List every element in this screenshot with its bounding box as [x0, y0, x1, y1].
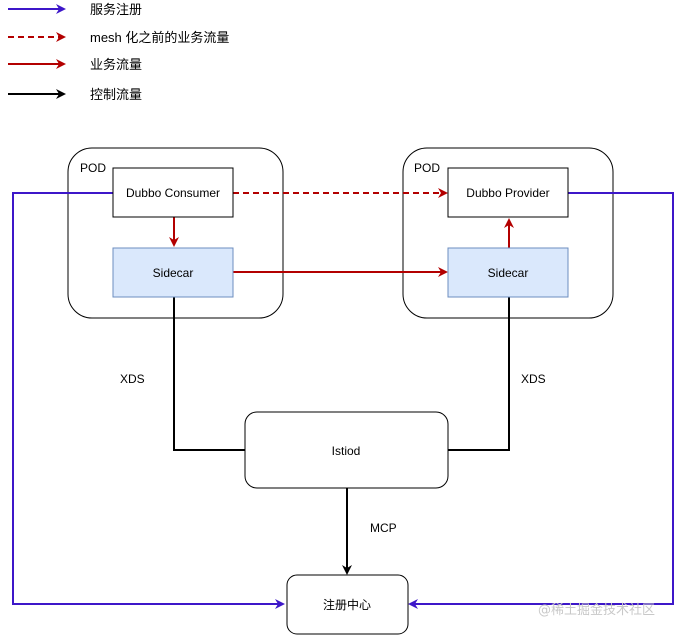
legend-item-registration: 服务注册 — [8, 2, 142, 17]
legend: 服务注册 mesh 化之前的业务流量 业务流量 控制流量 — [8, 2, 229, 102]
legend-item-business-traffic: 业务流量 — [8, 57, 142, 72]
legend-label-pre-mesh-traffic: mesh 化之前的业务流量 — [90, 30, 229, 45]
legend-label-control-traffic: 控制流量 — [90, 87, 142, 102]
dubbo-consumer-label: Dubbo Consumer — [126, 186, 220, 200]
sidecar-right-label: Sidecar — [488, 266, 529, 280]
legend-item-control-traffic: 控制流量 — [8, 87, 142, 102]
registration-line-consumer — [12, 192, 285, 609]
watermark: @稀土掘金技术社区 — [538, 602, 655, 618]
legend-item-pre-mesh-traffic: mesh 化之前的业务流量 — [8, 30, 229, 45]
xds-label-left: XDS — [120, 372, 145, 386]
mcp-label: MCP — [370, 521, 397, 535]
istiod-node: Istiod — [244, 411, 449, 489]
pod-right-label: POD — [414, 161, 440, 175]
legend-label-registration: 服务注册 — [90, 2, 142, 17]
dubbo-provider-node: Dubbo Provider — [447, 167, 569, 218]
xds-line-right — [448, 297, 510, 451]
registry-label: 注册中心 — [323, 597, 371, 612]
registry-node: 注册中心 — [286, 574, 409, 635]
registration-line-provider — [408, 192, 674, 609]
sidecar-left-label: Sidecar — [153, 266, 194, 280]
sidecar-left-node: Sidecar — [112, 247, 234, 298]
istiod-label: Istiod — [332, 444, 361, 458]
dubbo-consumer-node: Dubbo Consumer — [112, 167, 234, 218]
legend-label-business-traffic: 业务流量 — [90, 57, 142, 72]
pod-left-label: POD — [80, 161, 106, 175]
sidecar-right-node: Sidecar — [447, 247, 569, 298]
xds-line-left — [173, 297, 245, 451]
xds-label-right: XDS — [521, 372, 546, 386]
dubbo-provider-label: Dubbo Provider — [466, 186, 549, 200]
